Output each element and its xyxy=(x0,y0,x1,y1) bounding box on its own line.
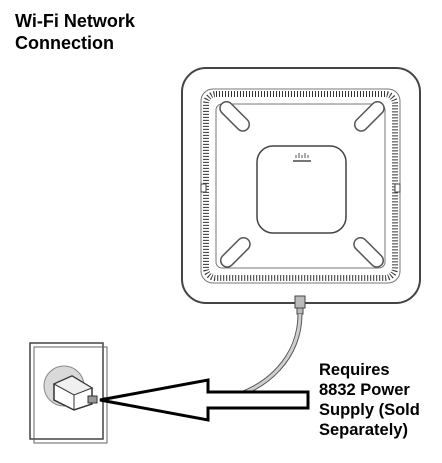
arrow-icon xyxy=(99,378,310,422)
diagram-title: Wi-Fi Network Connection xyxy=(15,10,135,54)
cable-connector-icon xyxy=(294,295,306,315)
power-supply-note: Requires 8832 Power Supply (Sold Separat… xyxy=(319,360,420,440)
note-line-4: Separately) xyxy=(319,421,408,439)
cisco-logo-icon xyxy=(293,153,311,162)
note-line-1: Requires xyxy=(319,361,390,379)
note-line-3: Supply (Sold xyxy=(319,401,420,419)
conference-phone-base-icon xyxy=(181,67,421,304)
power-adapter-icon xyxy=(52,375,98,411)
title-line-1: Wi-Fi Network xyxy=(15,11,135,31)
title-line-2: Connection xyxy=(15,33,114,53)
note-line-2: 8832 Power xyxy=(319,381,410,399)
